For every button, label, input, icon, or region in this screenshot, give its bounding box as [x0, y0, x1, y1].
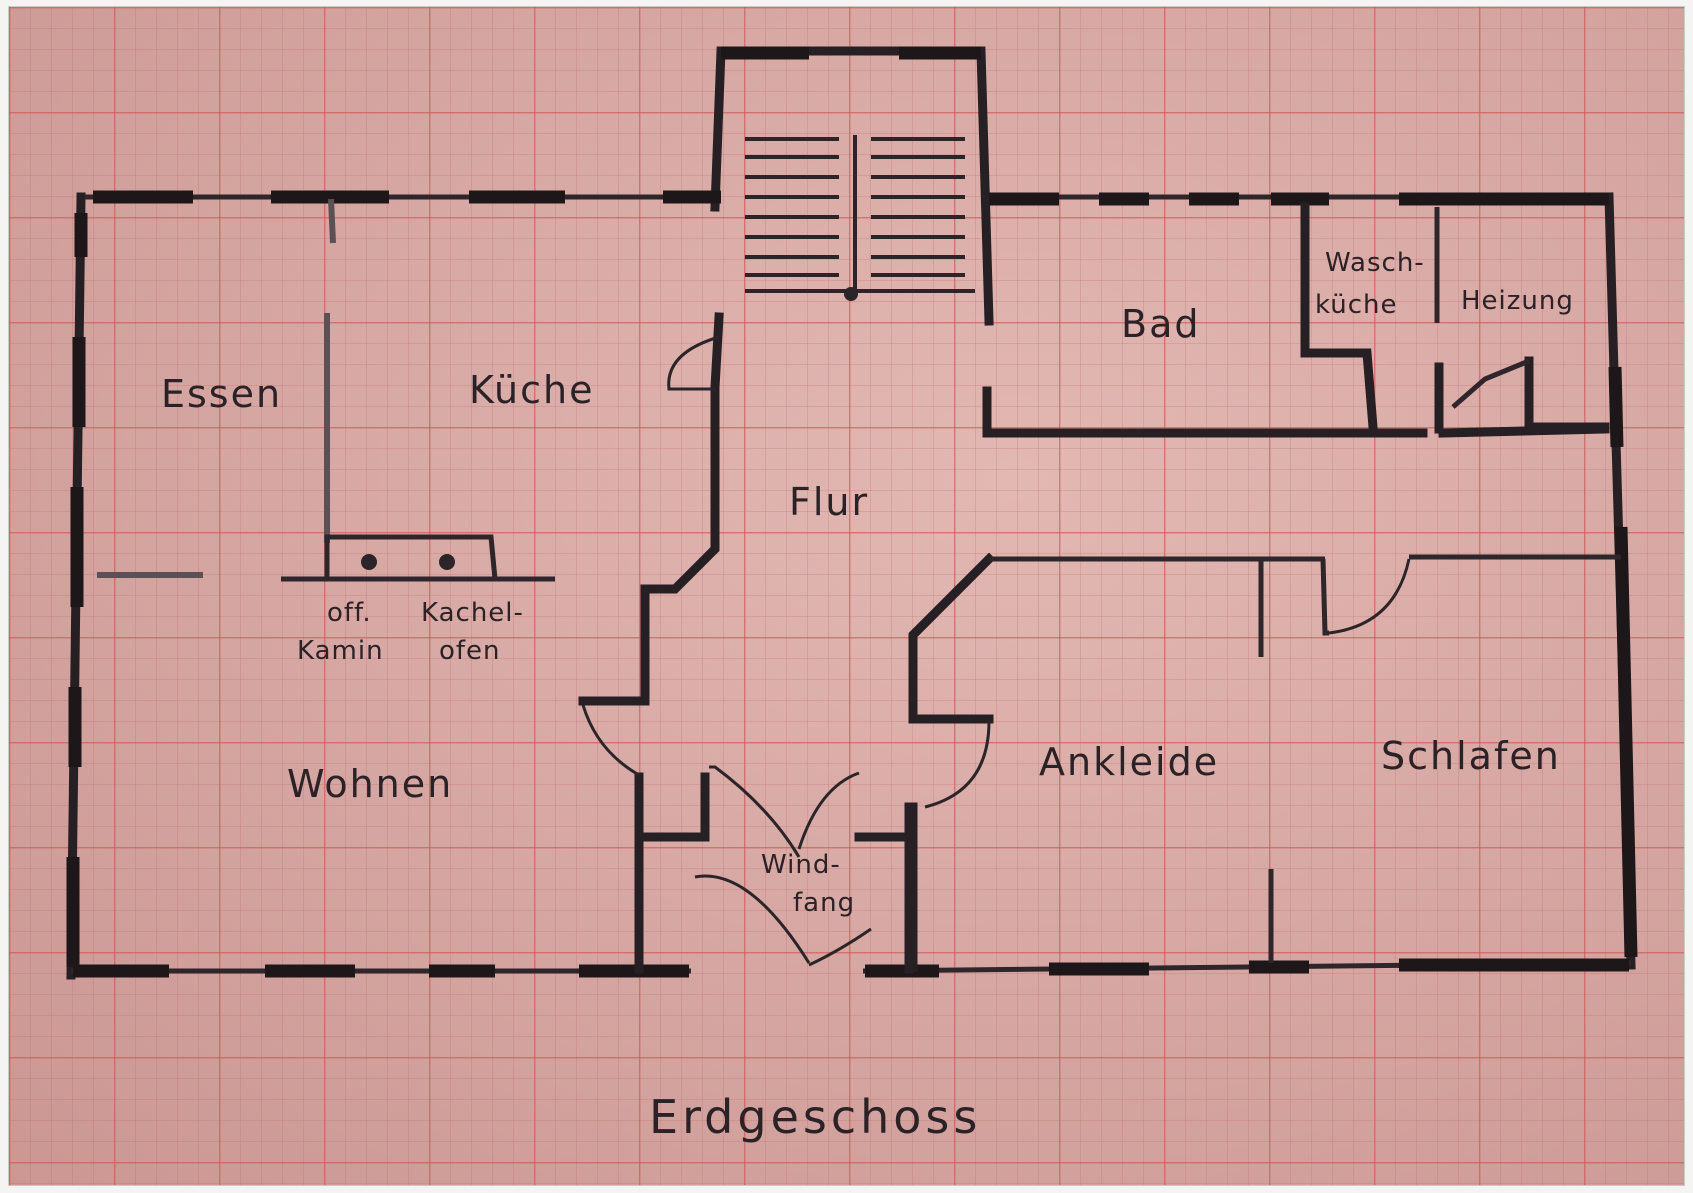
plan-title: Erdgeschoss [649, 1090, 981, 1144]
fixture-label-kachelofen-line2: ofen [439, 636, 501, 666]
door-entrance-right [808, 927, 872, 967]
stair-tower-walls [710, 46, 994, 326]
staircase [745, 135, 975, 301]
tiled-stove-marker [439, 554, 455, 570]
fireplace-marker [361, 554, 377, 570]
room-label-bad: Bad [1121, 302, 1200, 346]
interior-walls [97, 198, 1621, 974]
room-label-waschkueche-line2: küche [1315, 290, 1398, 320]
room-label-ankleide: Ankleide [1039, 740, 1219, 784]
door-entrance-left [694, 874, 811, 964]
room-label-windfang-line2: fang [793, 888, 855, 918]
floor-plan: Essen Küche Flur Bad Wasch- küche Heizun… [66, 46, 1638, 1144]
room-label-schlafen: Schlafen [1381, 734, 1561, 778]
door-ankleide-flur [924, 720, 991, 809]
room-label-kueche: Küche [469, 368, 594, 412]
door-schlafen [1328, 558, 1411, 635]
room-label-windfang-line1: Wind- [761, 850, 841, 880]
room-label-wohnen: Wohnen [287, 762, 453, 806]
graph-paper-sheet: Essen Küche Flur Bad Wasch- küche Heizun… [8, 6, 1685, 1186]
door-wohnen-flur [581, 704, 640, 777]
door-kitchen-flur [667, 335, 720, 391]
door-swings [581, 335, 1411, 967]
door-windfang-inner-left [709, 765, 801, 858]
fixture-label-kamin-line2: Kamin [297, 636, 384, 666]
door-windfang-inner-right [797, 771, 860, 850]
fixture-label-kachelofen-line1: Kachel- [421, 598, 524, 628]
room-label-heizung: Heizung [1461, 286, 1574, 316]
fixture-label-kamin-line1: off. [327, 598, 372, 628]
room-label-flur: Flur [789, 480, 869, 524]
room-label-waschkueche-line1: Wasch- [1325, 248, 1425, 278]
room-label-essen: Essen [161, 372, 282, 416]
windows [66, 46, 1638, 978]
